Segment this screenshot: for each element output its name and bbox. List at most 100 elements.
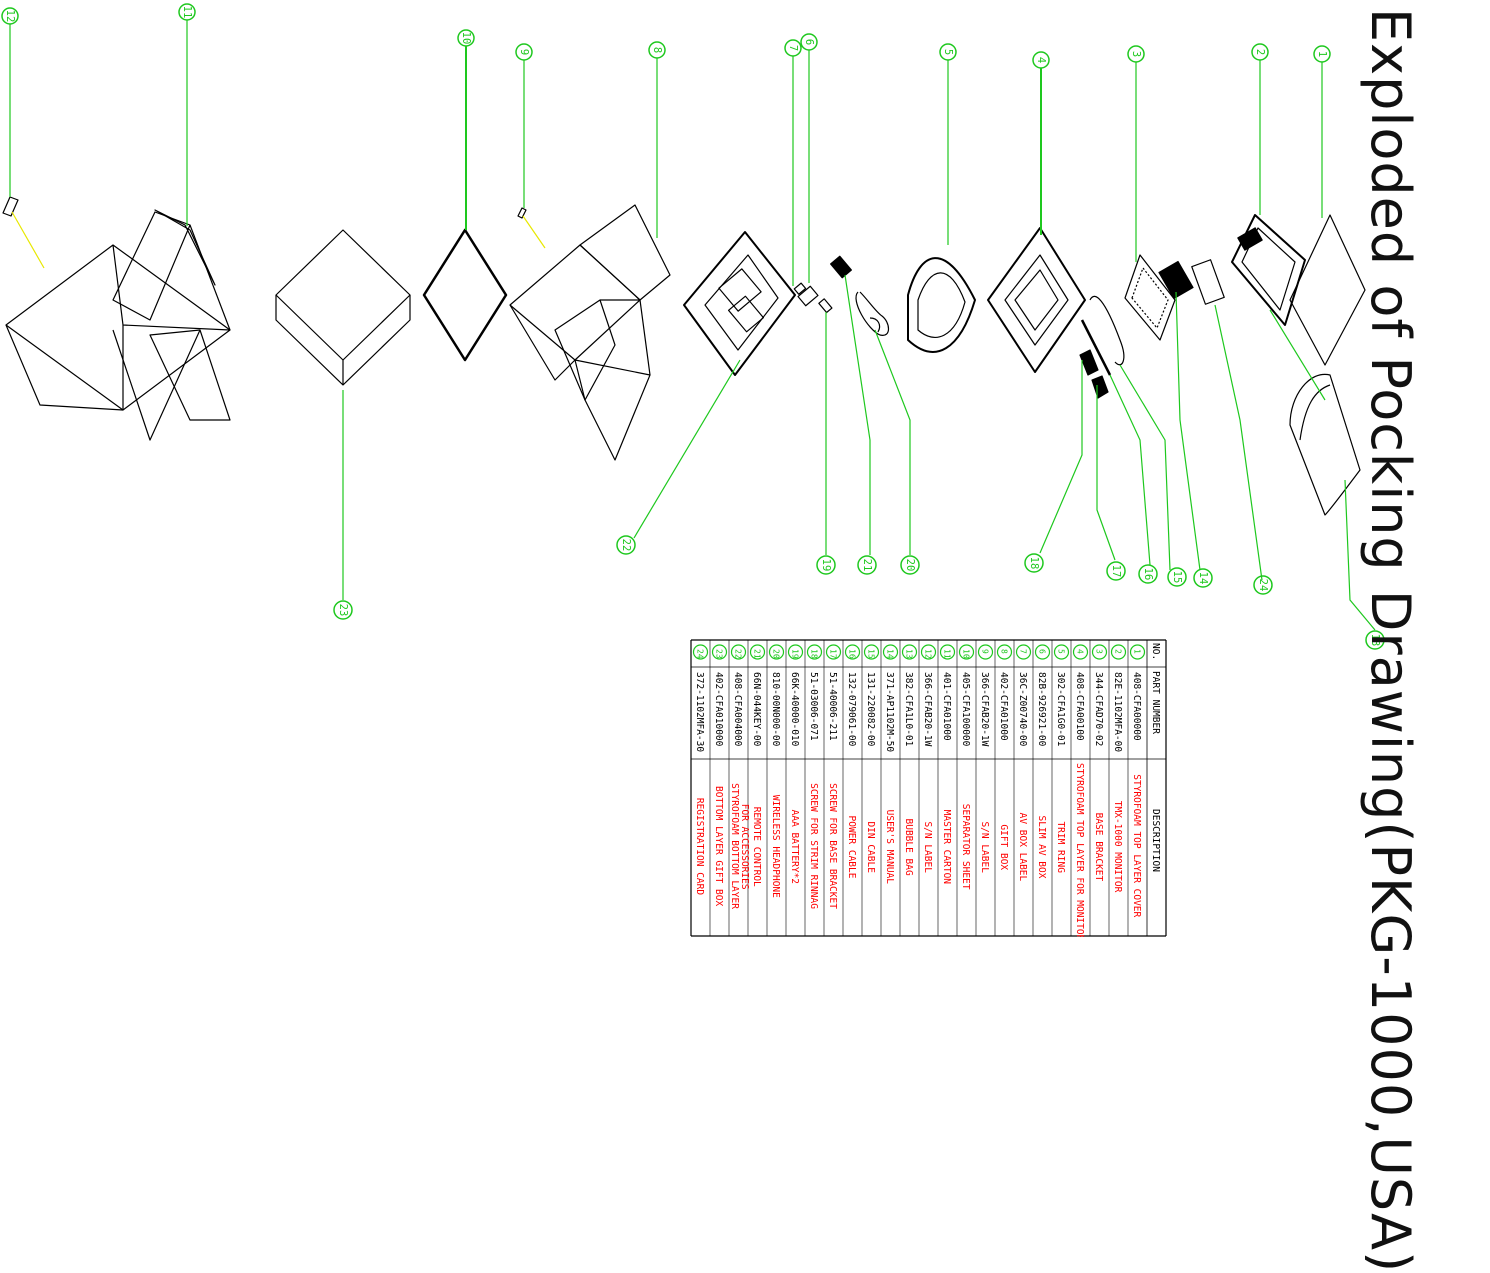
callout-number: 21 [861, 559, 873, 572]
table-row-description: SCREW FOR STRIM RINNAG [808, 783, 819, 909]
callout-number: 16 [1142, 568, 1154, 581]
table-row-description: STYROFOAM BOTTOM LAYER [729, 783, 740, 909]
styrofoam-top-monitor-illustration [987, 227, 1086, 373]
table-row-balloon [825, 644, 842, 660]
table-row-part-number: 408-CFA00100 [1074, 672, 1085, 741]
callout-number: 24 [1257, 579, 1269, 592]
table-row-part-number: 36C-Z00740-00 [1017, 672, 1028, 747]
table-row-part-number: 402-CFA01000 [998, 672, 1009, 741]
callout-number: 17 [1110, 565, 1122, 578]
table-row-no: 1 [1133, 649, 1142, 654]
table-row-description: USER'S MANUAL [884, 810, 895, 885]
table-row-description: BOTTOM LAYER GIFT BOX [713, 786, 724, 906]
remote-keypad-illustration [1124, 254, 1176, 341]
callout-number: 18 [1028, 557, 1040, 570]
table-row-balloon [806, 644, 823, 660]
table-row-part-number: 366-CFAB20-1W [922, 672, 933, 747]
table-row-balloon [711, 644, 728, 660]
callout-number: 22 [620, 539, 632, 552]
table-row-balloon [1015, 644, 1032, 660]
callout-number: 19 [820, 559, 832, 572]
table-row-description: REMOTE CONTROL [751, 807, 762, 887]
table-row-no: 11 [943, 649, 952, 659]
table-row-no: 20 [772, 649, 781, 659]
table-row-balloon [901, 644, 918, 660]
table-row-no: 3 [1095, 649, 1104, 654]
callout-balloons [1, 3, 1385, 650]
table-row-part-number: 382-CFA1L0-01 [903, 672, 914, 747]
table-row-balloon [730, 644, 747, 660]
table-row-part-number: 810-00N000-00 [770, 672, 781, 747]
table-row-no: 15 [867, 649, 876, 659]
manual-illustration [1158, 259, 1225, 305]
page-title: Exploded of Pocking Drawing(PKG-1000,USA… [1359, 8, 1490, 1273]
table-row-part-number: 401-CFA01000 [941, 672, 952, 741]
table-row-no: 2 [1114, 649, 1123, 654]
table-row-no: 18 [810, 649, 819, 659]
table-row-no: 22 [734, 649, 743, 659]
table-row-no: 4 [1076, 649, 1085, 654]
table-row-no: 23 [715, 649, 724, 659]
table-row-no: 21 [753, 649, 762, 659]
table-row-no: 9 [981, 649, 990, 654]
table-header-no: NO. [1150, 643, 1161, 660]
table-header-part: PART NUMBER [1150, 671, 1161, 734]
trim-ring-illustration [907, 257, 976, 353]
table-row-part-number: 82E-1102MFA-00 [1112, 672, 1123, 752]
bubble-bag-illustration [1289, 373, 1361, 516]
table-row-no: 14 [886, 649, 895, 659]
styrofoam-bottom-illustration [683, 231, 796, 376]
table-row-description: S/N LABEL [922, 821, 933, 873]
table-row-description: AV BOX LABEL [1017, 813, 1028, 882]
table-row-description: REGISTRATION CARD [694, 798, 705, 896]
monitor-illustration [1231, 214, 1306, 326]
callout-number: 3 [1130, 51, 1142, 57]
table-row-description: BASE BRACKET [1093, 813, 1104, 882]
table-header-desc: DESCRIPTION [1150, 809, 1161, 872]
callout-number: 9 [518, 49, 530, 55]
table-row-description: AAA BATTERY*2 [789, 810, 800, 884]
table-row-balloon [749, 644, 766, 660]
table-row-no: 8 [1000, 649, 1009, 654]
callout-number: 2 [1254, 49, 1266, 55]
table-row-balloon [787, 644, 804, 660]
table-row-part-number: 371-AP1102M-50 [884, 672, 895, 752]
table-row-part-number: 132-079061-00 [846, 672, 857, 747]
table-row-no: 12 [924, 649, 933, 659]
table-row-no: 24 [696, 649, 705, 659]
callout-number: 13 [1369, 634, 1381, 647]
table-row-description: WIRELESS HEADPHONE [770, 795, 781, 898]
callout-number: 14 [1197, 572, 1209, 585]
page-title-text: Exploded of Pocking Drawing(PKG-1000,USA… [1359, 8, 1422, 1273]
callout-number: 4 [1035, 57, 1047, 63]
table-row-balloon [1110, 644, 1127, 660]
table-row-balloon [844, 644, 861, 660]
table-row-balloon [882, 644, 899, 660]
table-row-no: 6 [1038, 649, 1047, 654]
table-row-description: POWER CABLE [846, 816, 857, 879]
table-row-description: TMX-1000 MONITOR [1112, 801, 1123, 893]
callout-number: 1 [1316, 51, 1328, 57]
table-row-balloon [1034, 644, 1051, 660]
table-row-description: SEPARATOR SHEET [960, 804, 971, 890]
table-row-no: 19 [791, 649, 800, 659]
gift-box-bottom-illustration [275, 229, 411, 386]
table-row-balloon [692, 644, 709, 660]
callout-number: 12 [4, 10, 16, 23]
gift-box-illustration [509, 204, 671, 461]
base-bracket-illustration [1079, 295, 1125, 399]
table-row-part-number: 402-CFA010000 [713, 672, 724, 747]
callout-number: 7 [787, 45, 799, 51]
table-row-description: MASTER CARTON [941, 810, 952, 885]
table-row-balloon [958, 644, 975, 660]
table-row-part-number: 408-CFA00000 [1131, 672, 1142, 741]
table-row-part-number: 82B-926921-00 [1036, 672, 1047, 747]
callout-number: 10 [460, 32, 472, 45]
callout-number: 20 [904, 559, 916, 572]
table-row-part-number: 344-CFAD70-02 [1093, 672, 1104, 746]
table-row-part-number: 51-03006-071 [808, 672, 819, 741]
callout-number: 15 [1171, 571, 1183, 584]
accessories-illustration [793, 255, 890, 336]
table-row-balloon [1091, 644, 1108, 660]
